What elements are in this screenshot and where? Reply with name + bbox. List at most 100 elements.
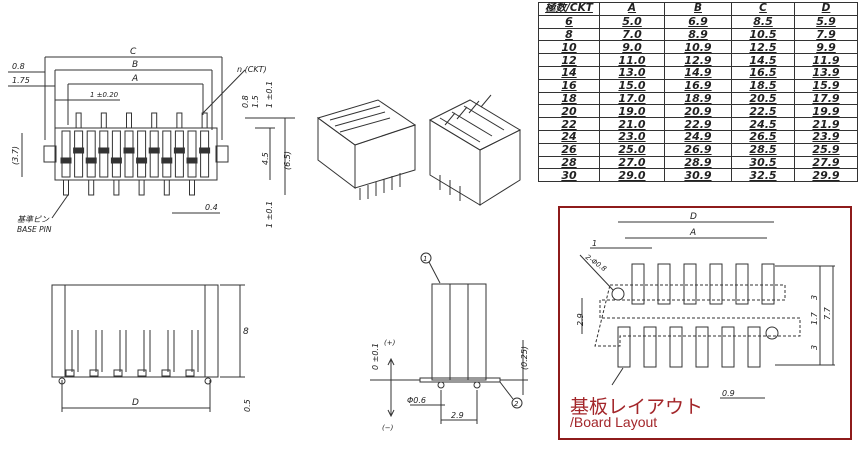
table-cell: 7.9	[794, 27, 858, 42]
board-layout-title-en: /Board Layout	[570, 414, 658, 430]
pad-top	[709, 263, 723, 305]
bottom-pin	[63, 179, 69, 196]
table-cell: 14.9	[664, 65, 732, 80]
board-0-9-label: 0.9	[722, 389, 735, 398]
table-header: B	[664, 2, 732, 16]
table-cell: 28.9	[664, 155, 732, 170]
table-cell: 9.9	[794, 40, 858, 55]
table-cell: 18.5	[731, 78, 795, 93]
bottom-pin	[113, 179, 120, 196]
table-cell: 5.9	[794, 14, 858, 29]
board-3-top-label: 3	[810, 295, 819, 300]
table-cell: 6	[538, 14, 600, 29]
pad-bottom	[721, 326, 735, 368]
pad-bottom	[669, 326, 683, 368]
table-cell: 20.9	[664, 104, 732, 119]
board-dim-a-label: A	[689, 228, 696, 238]
table-header: A	[599, 2, 665, 16]
table-cell: 18	[538, 91, 600, 106]
table-cell: 9.0	[599, 40, 665, 55]
dim-b-label: B	[132, 60, 138, 70]
bottom-pin	[189, 179, 195, 196]
minus-label: (−)	[382, 424, 394, 432]
contact-slot	[99, 130, 109, 178]
terminal-foot	[89, 369, 99, 377]
table-cell: 12.9	[664, 53, 732, 67]
side-height-label: 8	[243, 327, 249, 337]
side-0-5-label: 0.5	[243, 399, 252, 412]
end-peg	[204, 377, 212, 385]
table-cell: 32.5	[731, 168, 795, 183]
contact-slot	[74, 130, 84, 178]
base-pin-en-label: BASE PIN	[17, 225, 52, 234]
board-dim-d-label: D	[690, 212, 697, 222]
table-cell: 30	[538, 168, 600, 183]
table-cell: 23.9	[794, 129, 858, 144]
table-cell: 15.0	[599, 78, 665, 93]
table-cell: 17.9	[794, 91, 858, 106]
v-0-8-label: 0.8	[241, 95, 250, 108]
pad-top	[631, 263, 645, 305]
terminal-foot	[65, 369, 75, 377]
contact-slot	[174, 130, 184, 178]
table-cell: 15.9	[794, 78, 858, 93]
v-1-5-label: 1.5	[251, 95, 260, 108]
terminal-foot	[161, 369, 171, 377]
table-cell: 6.9	[664, 14, 732, 29]
contact-slot	[61, 130, 71, 178]
v-1-bottom-label: 1 ±0.1	[265, 201, 274, 228]
contact-slot	[187, 130, 197, 178]
terminal-foot	[113, 369, 123, 377]
table-cell: 8	[538, 27, 600, 42]
table-header: 極数/CKT	[538, 2, 600, 16]
table-cell: 13.9	[794, 65, 858, 80]
table-cell: 30.9	[664, 168, 732, 183]
table-cell: 8.5	[731, 14, 795, 29]
table-cell: 10.9	[664, 40, 732, 55]
contact-latch	[123, 147, 135, 154]
table-cell: 22.5	[731, 104, 795, 119]
contact-slot	[111, 130, 121, 178]
bottom-pin	[88, 179, 95, 196]
table-cell: 25.9	[794, 142, 858, 157]
table-cell: 10	[538, 40, 600, 55]
pad-bottom	[617, 326, 631, 368]
contact-latch	[60, 157, 72, 164]
table-cell: 26	[538, 142, 600, 157]
table-cell: 16	[538, 78, 600, 93]
isometric-view-right	[428, 94, 522, 206]
contact-slot	[137, 130, 147, 178]
table-cell: 28	[538, 155, 600, 170]
contact-slot	[124, 130, 134, 178]
phi-label: Φ0.6	[407, 396, 426, 405]
bottom-pin	[138, 179, 145, 196]
terminal-foot	[137, 369, 147, 377]
board-dim-1-label: 1	[592, 239, 597, 248]
v-4-5-label: 4.5	[261, 152, 270, 165]
v-1-top-label: 1 ±0.1	[265, 81, 274, 108]
callout-1: 1	[423, 255, 427, 263]
tolerance-label: 0 ±0.1	[371, 343, 380, 370]
contact-slot	[200, 130, 210, 178]
v-6-5-label: (6.5)	[283, 151, 292, 170]
dim-0-25-label: (0.25)	[520, 346, 529, 370]
side-dim-d-label: D	[132, 398, 139, 408]
table-cell: 23.0	[599, 129, 665, 144]
top-pin	[126, 112, 132, 129]
table-cell: 24	[538, 129, 600, 144]
dim-1-75-label: 1.75	[12, 76, 30, 85]
table-cell: 13.0	[599, 65, 665, 80]
contact-slot	[149, 130, 159, 178]
top-pin	[100, 112, 107, 129]
table-cell: 22.9	[664, 117, 732, 131]
contact-latch	[148, 147, 160, 154]
board-2-9-label: 2.9	[576, 313, 585, 326]
